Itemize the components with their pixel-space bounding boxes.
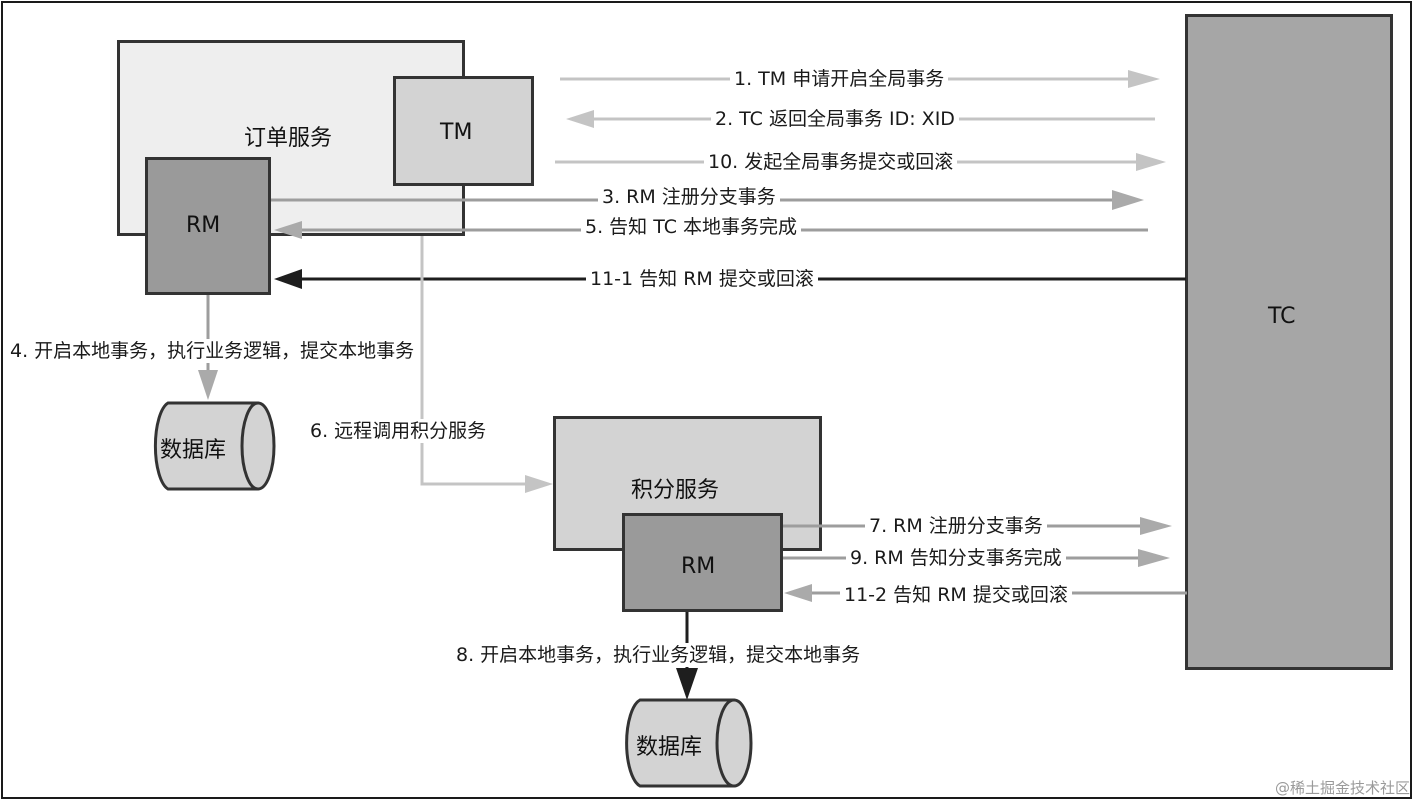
- step-4-label: 4. 开启本地事务，执行业务逻辑，提交本地事务: [6, 339, 419, 363]
- order-service-label: 订单服务: [244, 126, 333, 151]
- tc-label: TC: [1268, 304, 1296, 329]
- rm-order-box: [145, 157, 271, 295]
- rm-points-label: RM: [681, 554, 716, 579]
- step-11-2-label: 11-2 告知 RM 提交或回滚: [840, 583, 1072, 607]
- step-8-label: 8. 开启本地事务，执行业务逻辑，提交本地事务: [452, 643, 865, 667]
- step-5-label: 5. 告知 TC 本地事务完成: [581, 215, 802, 239]
- rm-points-box: [622, 513, 783, 612]
- tm-box: [393, 76, 534, 186]
- step-1-label: 1. TM 申请开启全局事务: [730, 67, 949, 91]
- step-3-label: 3. RM 注册分支事务: [598, 185, 780, 209]
- arrow-step-6: [420, 236, 553, 493]
- database-order-icon: [153, 401, 276, 491]
- step-7-label: 7. RM 注册分支事务: [865, 514, 1047, 538]
- database-order-label: 数据库: [160, 438, 227, 463]
- database-points-icon: [625, 698, 753, 788]
- rm-order-label: RM: [186, 213, 221, 238]
- step-9-label: 9. RM 告知分支事务完成: [846, 546, 1066, 570]
- step-6-label: 6. 远程调用积分服务: [306, 419, 491, 443]
- tm-label: TM: [440, 120, 473, 145]
- step-10-label: 10. 发起全局事务提交或回滚: [704, 150, 958, 174]
- points-service-label: 积分服务: [631, 478, 720, 503]
- watermark: @稀土掘金技术社区: [1274, 779, 1410, 797]
- tc-box: [1185, 14, 1393, 670]
- step-11-1-label: 11-1 告知 RM 提交或回滚: [586, 267, 818, 291]
- database-points-label: 数据库: [636, 735, 703, 760]
- step-2-label: 2. TC 返回全局事务 ID: XID: [711, 107, 959, 131]
